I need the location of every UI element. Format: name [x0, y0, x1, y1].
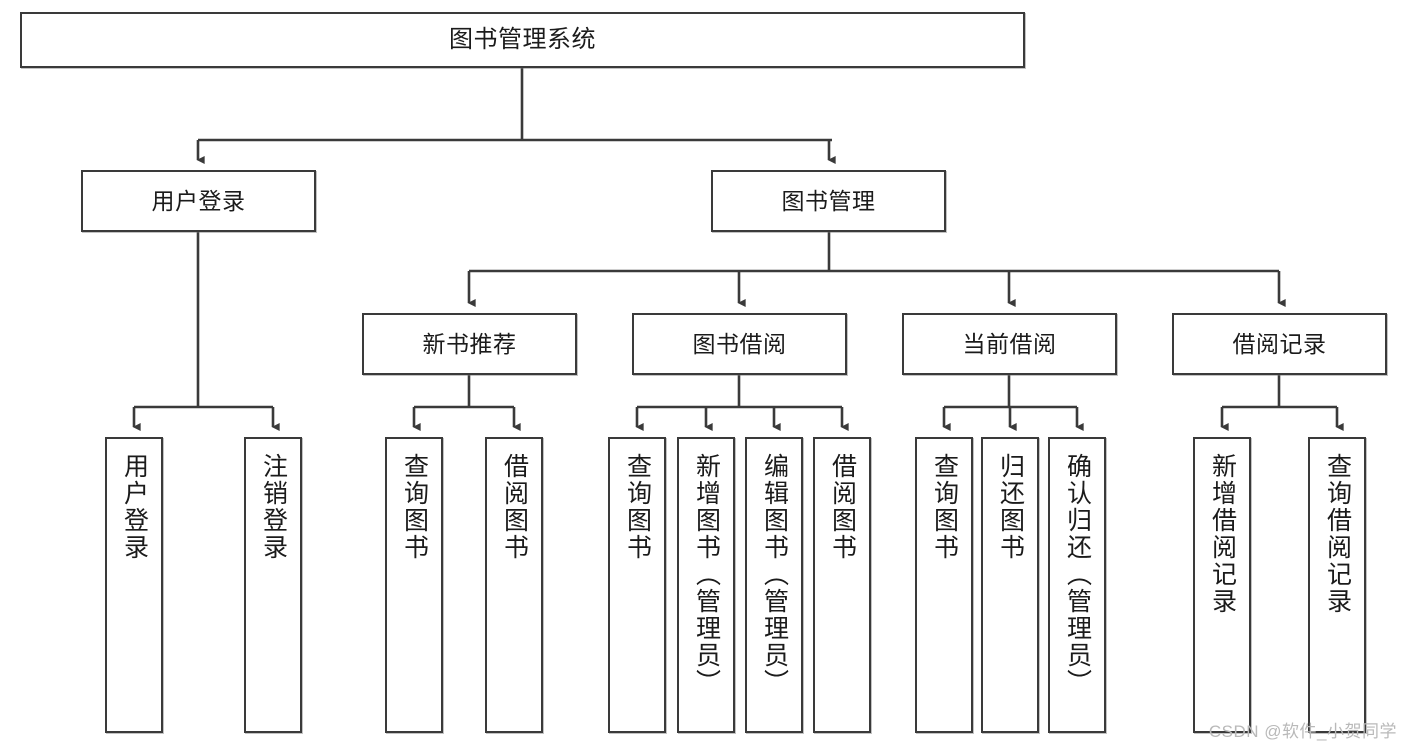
leaf-logout-login[interactable]: 注销登录 [244, 437, 302, 733]
node-new-book-recommend[interactable]: 新书推荐 [362, 313, 577, 375]
node-book-borrow[interactable]: 图书借阅 [632, 313, 847, 375]
node-label: 查询借阅记录 [1323, 453, 1352, 615]
node-label: 归还图书 [996, 453, 1025, 561]
leaf-edit-book-admin[interactable]: 编辑图书（管理员） [745, 437, 803, 733]
leaf-query-book-recommend[interactable]: 查询图书 [385, 437, 443, 733]
node-borrow-record[interactable]: 借阅记录 [1172, 313, 1387, 375]
node-label: 编辑图书（管理员） [760, 453, 789, 696]
node-label: 查询图书 [623, 453, 652, 561]
node-root-book-management-system[interactable]: 图书管理系统 [20, 12, 1025, 68]
leaf-add-borrow-record[interactable]: 新增借阅记录 [1193, 437, 1251, 733]
node-user-login[interactable]: 用户登录 [81, 170, 316, 232]
leaf-query-book-borrow[interactable]: 查询图书 [608, 437, 666, 733]
node-label: 新增借阅记录 [1208, 453, 1237, 615]
leaf-user-login[interactable]: 用户登录 [105, 437, 163, 733]
leaf-return-book[interactable]: 归还图书 [981, 437, 1039, 733]
node-label: 用户登录 [120, 453, 149, 561]
node-label: 图书管理 [781, 187, 876, 214]
node-label: 用户登录 [151, 187, 246, 214]
node-label: 借阅图书 [500, 453, 529, 561]
node-label: 注销登录 [259, 453, 288, 561]
node-label: 图书管理系统 [449, 26, 596, 53]
leaf-add-book-admin[interactable]: 新增图书（管理员） [677, 437, 735, 733]
node-label: 查询图书 [400, 453, 429, 561]
node-label: 借阅图书 [828, 453, 857, 561]
leaf-borrow-book[interactable]: 借阅图书 [813, 437, 871, 733]
leaf-borrow-book-recommend[interactable]: 借阅图书 [485, 437, 543, 733]
leaf-query-book-current[interactable]: 查询图书 [915, 437, 973, 733]
node-current-borrow[interactable]: 当前借阅 [902, 313, 1117, 375]
node-label: 新增图书（管理员） [692, 453, 721, 696]
leaf-confirm-return-admin[interactable]: 确认归还（管理员） [1048, 437, 1106, 733]
node-label: 借阅记录 [1232, 330, 1327, 357]
node-label: 当前借阅 [962, 330, 1057, 357]
node-label: 查询图书 [930, 453, 959, 561]
leaf-query-borrow-record[interactable]: 查询借阅记录 [1308, 437, 1366, 733]
node-label: 新书推荐 [422, 330, 517, 357]
node-label: 确认归还（管理员） [1063, 453, 1092, 696]
node-label: 图书借阅 [692, 330, 787, 357]
csdn-watermark: CSDN @软件_小贺同学 [1208, 722, 1397, 741]
node-book-management[interactable]: 图书管理 [711, 170, 946, 232]
